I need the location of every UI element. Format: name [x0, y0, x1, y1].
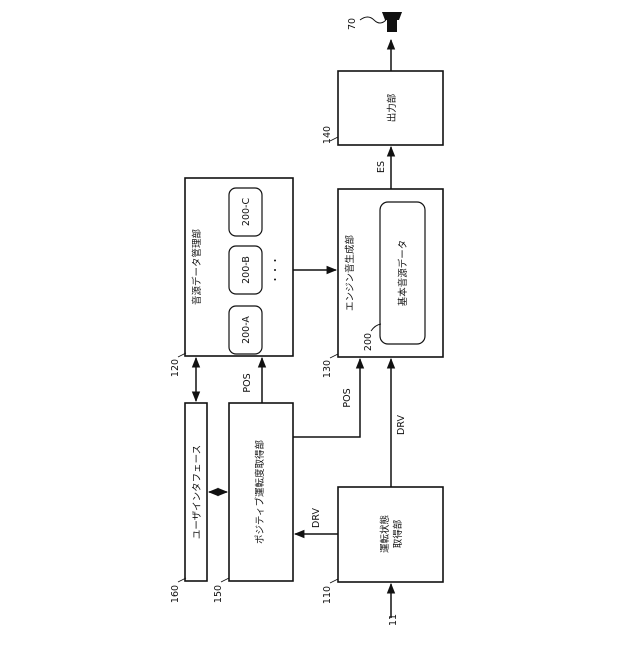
ref-120: 120 [170, 353, 186, 377]
engine-sound-generation-block: エンジン音生成部 基本音源データ [338, 189, 443, 357]
user-interface-block: ユーザインタフェース [185, 403, 207, 581]
ref-150: 150 [213, 578, 229, 603]
svg-text:150: 150 [213, 585, 224, 603]
driving-state-label-line1: 運転状態 [379, 515, 391, 553]
ellipsis-dots: ・・・ [271, 256, 282, 285]
svg-text:120: 120 [170, 359, 181, 377]
output-label: 出力部 [386, 94, 398, 123]
sound-source-200-b-label: 200-B [241, 256, 252, 284]
ref-130: 130 [322, 354, 338, 378]
input-11-arrow: 11 [388, 584, 399, 626]
basic-sound-data-label: 基本音源データ [397, 240, 409, 307]
sound-data-management-label: 音源データ管理部 [191, 229, 203, 305]
positive-driving-acquisition-label: ポジティブ運転度取得部 [254, 440, 266, 544]
sound-source-200-c-label: 200-C [241, 198, 252, 227]
positive-driving-acquisition-block: ポジティブ運転度取得部 [229, 403, 293, 581]
es-label: ES [376, 161, 387, 173]
sound-source-200-a: 200-A [229, 306, 262, 354]
ref-110: 110 [322, 579, 338, 604]
ref-140: 140 [322, 126, 338, 144]
svg-text:11: 11 [388, 614, 399, 626]
speaker-icon [382, 12, 402, 32]
sound-data-management-block: 音源データ管理部 200-A 200-B 200-C ・・・ [185, 178, 293, 356]
svg-text:130: 130 [322, 360, 333, 378]
pos-arrow-to-sound-data: POS [242, 358, 262, 403]
svg-text:110: 110 [322, 586, 333, 604]
svg-text:160: 160 [170, 585, 181, 603]
svg-text:200: 200 [363, 333, 374, 351]
pos-lower-label: POS [342, 388, 353, 407]
sound-source-200-b: 200-B [229, 246, 262, 294]
output-block: 出力部 [338, 71, 443, 145]
driving-state-acquisition-block: 運転状態 取得部 [338, 487, 443, 582]
drv-left-label: DRV [311, 508, 322, 528]
drv-right-label: DRV [396, 415, 407, 435]
drv-arrow-to-engine: DRV [391, 359, 407, 487]
basic-sound-data-block: 基本音源データ [380, 202, 425, 344]
user-interface-label: ユーザインタフェース [192, 445, 203, 539]
pos-upper-label: POS [242, 373, 253, 392]
sound-source-200-c: 200-C [229, 188, 262, 236]
driving-state-label-line2: 取得部 [392, 520, 404, 549]
es-arrow: ES [376, 147, 391, 189]
engine-sound-generation-label: エンジン音生成部 [344, 235, 356, 311]
drv-arrow-to-positive: DRV [295, 508, 338, 534]
svg-text:140: 140 [322, 126, 333, 144]
ref-70: 70 [347, 17, 386, 30]
sound-source-200-a-label: 200-A [241, 316, 252, 344]
ref-160: 160 [170, 578, 186, 603]
svg-text:70: 70 [347, 18, 358, 30]
